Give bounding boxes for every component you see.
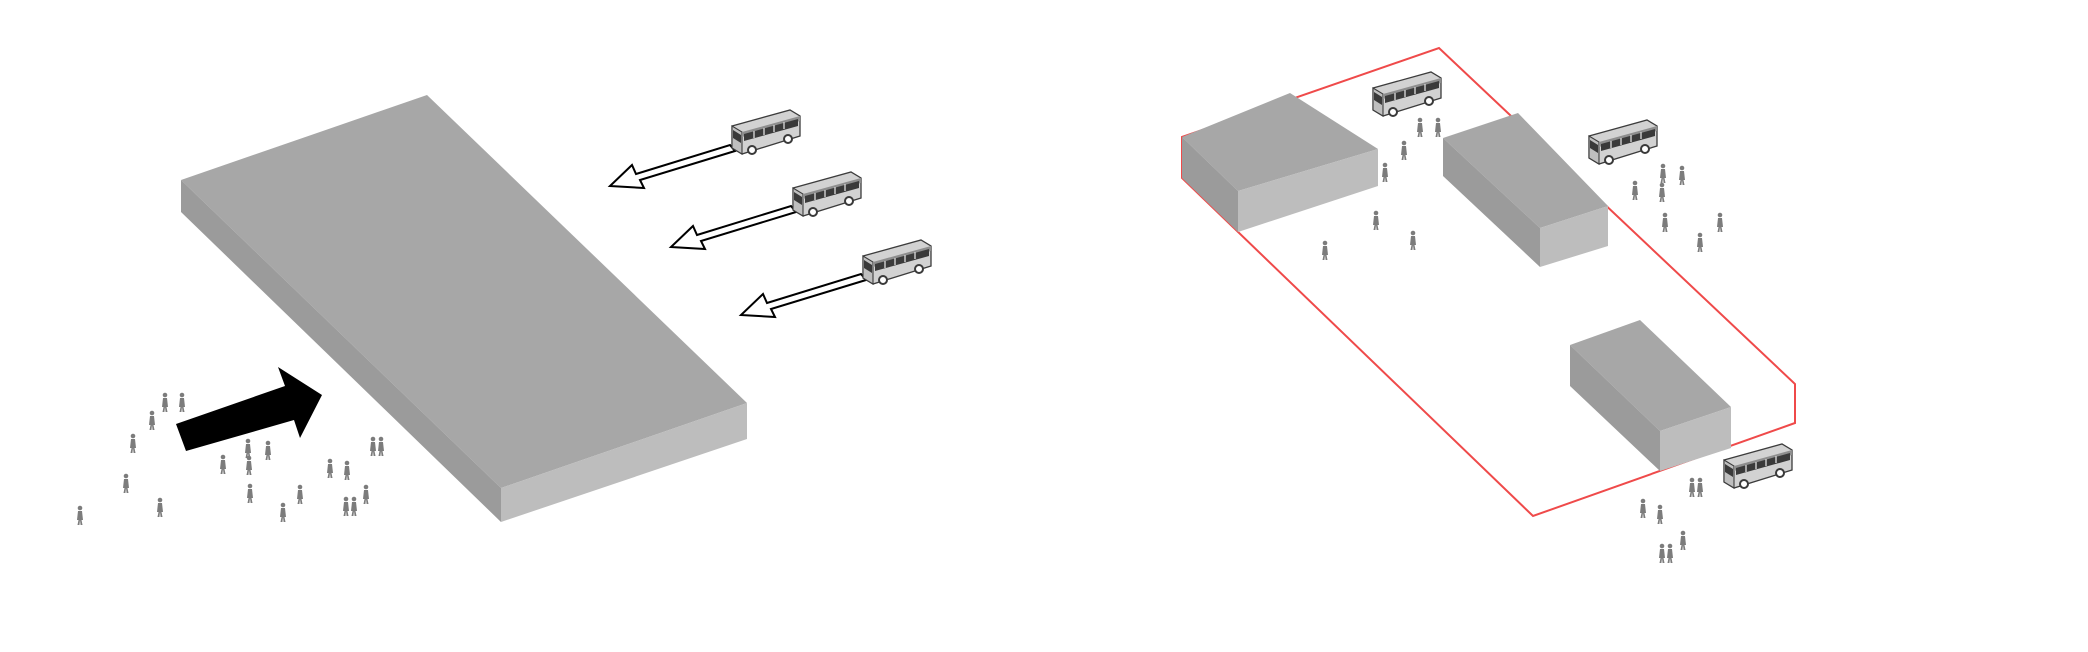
pedestrian-icon — [378, 436, 384, 456]
block-north-east — [1443, 113, 1608, 267]
pedestrian-icon — [1660, 163, 1666, 183]
bus-icon — [1588, 119, 1658, 165]
pedestrian-icon — [220, 454, 226, 474]
pedestrian-icon — [1697, 477, 1703, 497]
pedestrian-icon — [1679, 165, 1685, 185]
pedestrian-icon — [344, 460, 350, 480]
pedestrian-icon — [1680, 530, 1686, 550]
pedestrian-icon — [1717, 212, 1723, 232]
arrow-icon — [668, 204, 798, 251]
block-south — [1570, 320, 1731, 471]
scene-fragmented-blocks — [1181, 46, 1796, 563]
pedestrian-icon — [1659, 543, 1665, 563]
pedestrian-icon — [1435, 117, 1441, 137]
pedestrian-icon — [1659, 182, 1665, 202]
block-north-west — [1182, 93, 1378, 232]
pedestrian-icon — [247, 483, 253, 503]
pedestrian-icon — [280, 502, 286, 522]
pedestrian-icon — [1640, 498, 1646, 518]
block-top-face — [1182, 93, 1378, 191]
pedestrian-icon — [179, 392, 185, 412]
pedestrian-icon — [123, 473, 129, 493]
pedestrian-icon — [1373, 210, 1379, 230]
pedestrian-icon — [246, 455, 252, 475]
pedestrian-icon — [1417, 117, 1423, 137]
pedestrian-icon — [1401, 140, 1407, 160]
bus-icon — [862, 239, 932, 285]
monolithic-block — [181, 95, 747, 522]
block-right-face — [1540, 206, 1608, 267]
block-right-face — [501, 403, 747, 522]
bus-flow-arrows — [607, 143, 868, 319]
pedestrian-icon — [1662, 212, 1668, 232]
block-right-face — [1660, 407, 1731, 471]
block-top-face — [1443, 113, 1608, 228]
pedestrian-icon — [162, 392, 168, 412]
pedestrian-icon — [370, 436, 376, 456]
block-left-face — [1443, 138, 1540, 267]
pedestrian-icon — [1657, 504, 1663, 524]
buses-left — [731, 109, 932, 285]
pedestrian-icon — [265, 440, 271, 460]
arrow-icon — [607, 143, 737, 190]
pedestrian-icon — [297, 484, 303, 504]
arrow-icon — [738, 272, 868, 319]
pedestrian-icon — [1410, 230, 1416, 250]
pedestrian-icon — [157, 497, 163, 517]
pedestrian-icon — [343, 496, 349, 516]
bus-icon — [792, 171, 862, 217]
block-left-face — [1182, 137, 1238, 232]
pedestrian-icon — [363, 484, 369, 504]
scene-single-large-block — [77, 95, 932, 525]
pedestrian-icon — [149, 410, 155, 430]
block-top-face — [1570, 320, 1731, 431]
pedestrian-icon — [1632, 180, 1638, 200]
pedestrian-icon — [77, 505, 83, 525]
pedestrian-icon — [327, 458, 333, 478]
block-left-face — [1570, 345, 1660, 471]
block-right-face — [1238, 149, 1378, 232]
pedestrian-icon — [245, 438, 251, 458]
block-left-face — [181, 180, 501, 522]
pedestrian-icon — [1697, 232, 1703, 252]
bus-icon — [1723, 443, 1793, 489]
pedestrian-icon — [130, 433, 136, 453]
pedestrian-icon — [1382, 162, 1388, 182]
bus-icon — [731, 109, 801, 155]
pedestrian-icon — [351, 496, 357, 516]
bus-icon — [1372, 71, 1442, 117]
pedestrian-icon — [1667, 543, 1673, 563]
block-top-face — [181, 95, 747, 488]
pedestrian-icon — [1689, 477, 1695, 497]
pedestrian-flow-arrow-icon — [176, 367, 322, 451]
pedestrian-icon — [1322, 240, 1328, 260]
